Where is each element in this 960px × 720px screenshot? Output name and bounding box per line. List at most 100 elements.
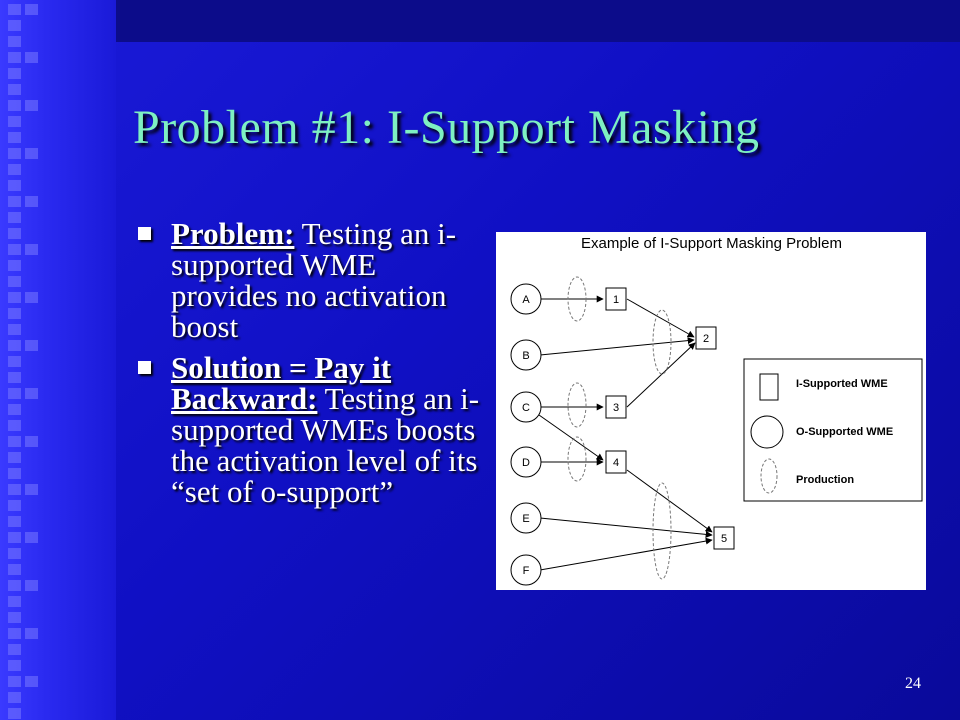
decorative-square xyxy=(8,468,21,479)
o-node-label: A xyxy=(522,294,530,306)
legend: I-Supported WME O-Supported WME Producti… xyxy=(743,358,923,502)
decorative-square xyxy=(8,676,21,687)
bullet-text: Testing an i-supported WME provides no a… xyxy=(171,216,457,344)
decorative-square xyxy=(8,100,21,111)
decorative-square xyxy=(8,116,21,127)
decorative-square xyxy=(25,436,38,447)
o-node-a xyxy=(510,283,542,315)
o-node-c xyxy=(510,391,542,423)
o-node-label: D xyxy=(522,457,530,469)
decorative-square xyxy=(8,84,21,95)
decorative-square xyxy=(25,580,38,591)
decorative-square xyxy=(8,68,21,79)
edge-f-5 xyxy=(539,537,713,571)
diagram-svg: Example of I-Support Masking Problem xyxy=(510,235,923,586)
i-node-label: 2 xyxy=(703,333,709,345)
decorative-square xyxy=(8,148,21,159)
i-node-label: 4 xyxy=(613,457,619,469)
i-node-5 xyxy=(713,526,735,550)
decorative-square xyxy=(25,628,38,639)
legend-square-icon xyxy=(759,373,779,401)
o-node-label: C xyxy=(522,402,530,414)
decorative-square xyxy=(8,4,21,15)
legend-o-supported: O-Supported WME xyxy=(796,426,893,438)
decorative-square xyxy=(8,644,21,655)
o-node-b xyxy=(510,339,542,371)
decorative-square xyxy=(8,164,21,175)
decorative-square xyxy=(8,404,21,415)
decorative-square xyxy=(8,532,21,543)
legend-production: Production xyxy=(796,474,854,486)
legend-circle-icon xyxy=(750,415,784,449)
decorative-square xyxy=(8,180,21,191)
production-icon xyxy=(567,436,587,482)
decorative-square xyxy=(8,132,21,143)
i-node-4 xyxy=(605,450,627,474)
slide-title: Problem #1: I-Support Masking xyxy=(133,101,760,154)
production-icon xyxy=(567,276,587,322)
decorative-square xyxy=(8,388,21,399)
decorative-square xyxy=(8,52,21,63)
decorative-square xyxy=(25,4,38,15)
decorative-square xyxy=(8,484,21,495)
edge-3-2 xyxy=(626,342,696,408)
bullet-heading: Solution = Pay it Backward: xyxy=(171,350,392,416)
o-nodes xyxy=(510,283,542,586)
decorative-square xyxy=(8,596,21,607)
o-node-d xyxy=(510,446,542,478)
decorative-square xyxy=(8,324,21,335)
masking-diagram: Example of I-Support Masking Problem xyxy=(496,232,926,590)
decorative-square xyxy=(8,580,21,591)
decorative-square xyxy=(25,484,38,495)
i-node-1 xyxy=(605,287,627,311)
i-node-3 xyxy=(605,395,627,419)
decorative-square xyxy=(8,420,21,431)
decorative-square xyxy=(25,340,38,351)
decorative-square xyxy=(8,20,21,31)
o-node-labels: A B C D E F xyxy=(522,294,530,577)
bullet-problem: Problem: Testing an i-supported WME prov… xyxy=(133,218,483,342)
production-icon xyxy=(652,309,672,375)
o-node-label: E xyxy=(522,513,529,525)
production-icon xyxy=(652,482,672,580)
left-decorative-strip xyxy=(0,0,116,720)
decorative-square xyxy=(8,212,21,223)
decorative-square xyxy=(8,276,21,287)
decorative-square xyxy=(25,148,38,159)
bullet-square-icon xyxy=(138,361,151,374)
diagram-title: Example of I-Support Masking Problem xyxy=(581,235,842,252)
decorative-square xyxy=(25,100,38,111)
decorative-square xyxy=(8,436,21,447)
decorative-square xyxy=(25,292,38,303)
o-node-label: F xyxy=(523,565,530,577)
i-node-2 xyxy=(695,326,717,350)
decorative-square xyxy=(8,308,21,319)
decorative-square xyxy=(8,564,21,575)
o-node-f xyxy=(510,554,542,586)
decorative-square xyxy=(8,292,21,303)
i-nodes xyxy=(605,287,735,550)
decorative-square xyxy=(8,372,21,383)
decorative-square xyxy=(25,244,38,255)
decorative-square xyxy=(8,244,21,255)
bullet-list: Problem: Testing an i-supported WME prov… xyxy=(133,218,483,517)
decorative-square xyxy=(8,692,21,703)
edge-c-4 xyxy=(538,414,604,461)
decorative-square xyxy=(8,36,21,47)
decorative-square xyxy=(8,612,21,623)
bullet-heading: Problem: xyxy=(171,216,295,251)
decorative-square xyxy=(25,196,38,207)
top-bar xyxy=(116,0,960,42)
edge-e-5 xyxy=(539,517,713,538)
decorative-square xyxy=(8,452,21,463)
decorative-square xyxy=(8,660,21,671)
bullet-solution: Solution = Pay it Backward: Testing an i… xyxy=(133,352,483,507)
decorative-square xyxy=(8,196,21,207)
diagram-edges xyxy=(538,295,713,571)
decorative-square xyxy=(8,500,21,511)
i-node-labels: 1 2 3 4 5 xyxy=(613,294,727,545)
i-node-label: 3 xyxy=(613,402,619,414)
legend-production-icon xyxy=(760,458,778,494)
edge-1-2 xyxy=(626,298,695,338)
